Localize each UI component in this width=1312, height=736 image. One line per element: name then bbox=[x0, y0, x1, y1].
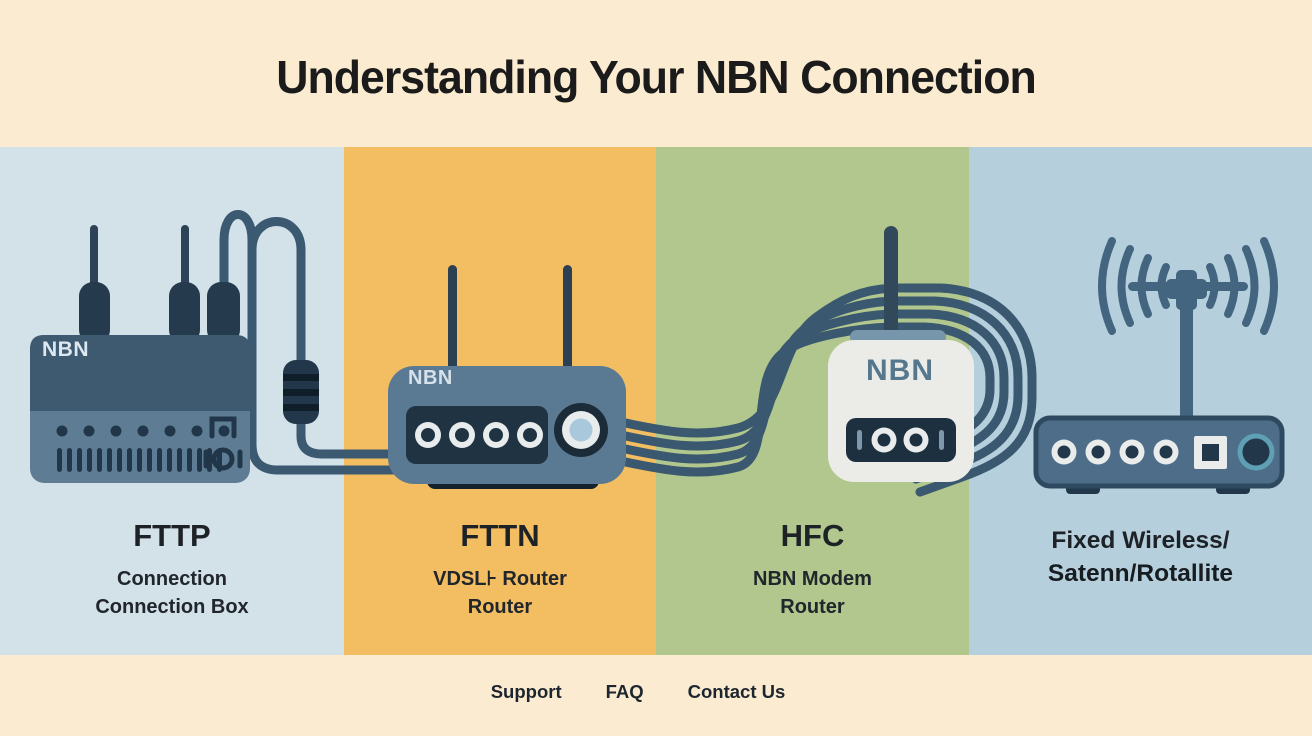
caption-fttp: FTTP Connection Connection Box bbox=[0, 518, 344, 621]
status-dots bbox=[56, 425, 230, 437]
caption-fttp-sub1: Connection bbox=[117, 568, 227, 590]
signal-arcs-icon bbox=[1098, 237, 1278, 335]
caption-fttn-sub1: VDSL⊦ Router bbox=[433, 568, 567, 590]
fttn-router-icon bbox=[388, 265, 626, 489]
fttp-device-label: NBN bbox=[42, 338, 89, 361]
caption-hfc-heading: HFC bbox=[780, 518, 845, 553]
page-title: Understanding Your NBN Connection bbox=[276, 51, 1037, 103]
fttp-connection-box-icon bbox=[30, 225, 250, 483]
caption-fixed-wireless-heading: Fixed Wireless/ bbox=[1051, 527, 1230, 554]
cable-fttp-to-fttn-icon bbox=[219, 210, 475, 475]
fttn-device-label: NBN bbox=[408, 367, 453, 389]
vent-slots bbox=[57, 448, 222, 472]
caption-fixed-wireless: Fixed Wireless/ Satenn/Rotallite bbox=[969, 524, 1312, 590]
lan-ports bbox=[415, 422, 543, 448]
caption-hfc-sub1: NBN Modem bbox=[753, 568, 872, 590]
caption-fttp-heading: FTTP bbox=[133, 518, 211, 553]
footer-nav: Support FAQ Contact Us bbox=[0, 681, 1294, 703]
ethernet-ports bbox=[1051, 439, 1179, 465]
caption-fixed-wireless-sub1: Satenn/Rotallite bbox=[1047, 560, 1234, 587]
square-port bbox=[1194, 436, 1227, 469]
cable-fttn-to-hfc-icon bbox=[607, 283, 1037, 497]
caption-fttn-sub2: Router bbox=[467, 596, 533, 618]
fixed-wireless-router-icon bbox=[1033, 237, 1285, 494]
footer-link-contact-us[interactable]: Contact Us bbox=[687, 681, 786, 702]
caption-fttn-heading: FTTN bbox=[460, 518, 540, 553]
io-port-markings bbox=[203, 416, 243, 471]
caption-hfc-sub2: Router bbox=[780, 596, 845, 618]
caption-fttn: FTTN VDSL⊦ Router Router bbox=[344, 518, 656, 621]
panel-fixed-wireless bbox=[969, 147, 1312, 655]
hfc-device-label: NBN bbox=[866, 354, 934, 387]
footer-link-faq[interactable]: FAQ bbox=[605, 681, 644, 702]
footer-link-support[interactable]: Support bbox=[490, 681, 562, 702]
wps-button bbox=[554, 403, 608, 457]
hfc-modem-icon bbox=[828, 226, 974, 482]
caption-hfc: HFC NBN Modem Router bbox=[656, 518, 969, 621]
coax-ports bbox=[857, 427, 944, 453]
ferrite-bead-icon bbox=[283, 360, 319, 424]
caption-fttp-sub2: Connection Box bbox=[95, 596, 249, 618]
power-button bbox=[1237, 433, 1275, 471]
